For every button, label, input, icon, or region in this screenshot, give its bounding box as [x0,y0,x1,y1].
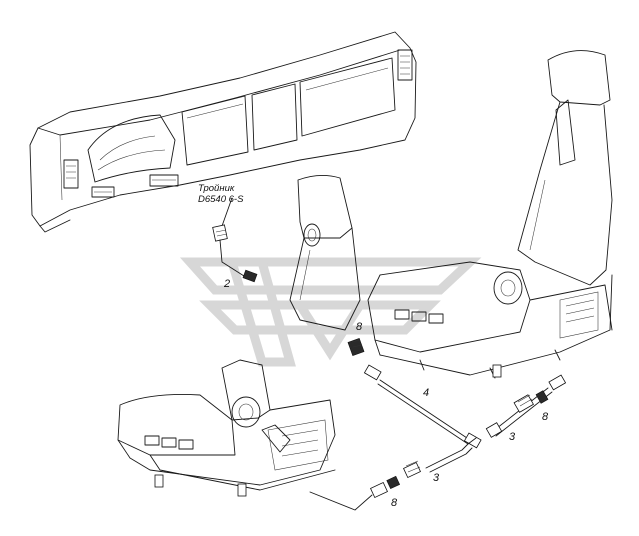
tee-code-label: D6540 6-S [198,194,244,205]
fitting-8-upper [347,337,365,357]
seat-middle [289,175,361,331]
callout-3-lower: 3 [433,472,440,484]
dashboard-panel [29,31,417,233]
callout-8-lower: 8 [391,497,398,509]
tee-fitting [212,197,258,283]
hose-3-lower [309,437,477,511]
seat-left [117,359,336,497]
watermark-logo [179,257,482,367]
tee-name-label: Тройник [198,183,235,194]
hose-right [485,374,567,438]
callout-2: 2 [223,278,230,290]
callout-3-right: 3 [509,431,516,443]
seat-right [367,50,613,379]
callout-4: 4 [423,387,429,399]
callout-8-right: 8 [542,411,549,423]
callout-8-upper: 8 [356,321,363,333]
hose-4 [363,364,482,449]
